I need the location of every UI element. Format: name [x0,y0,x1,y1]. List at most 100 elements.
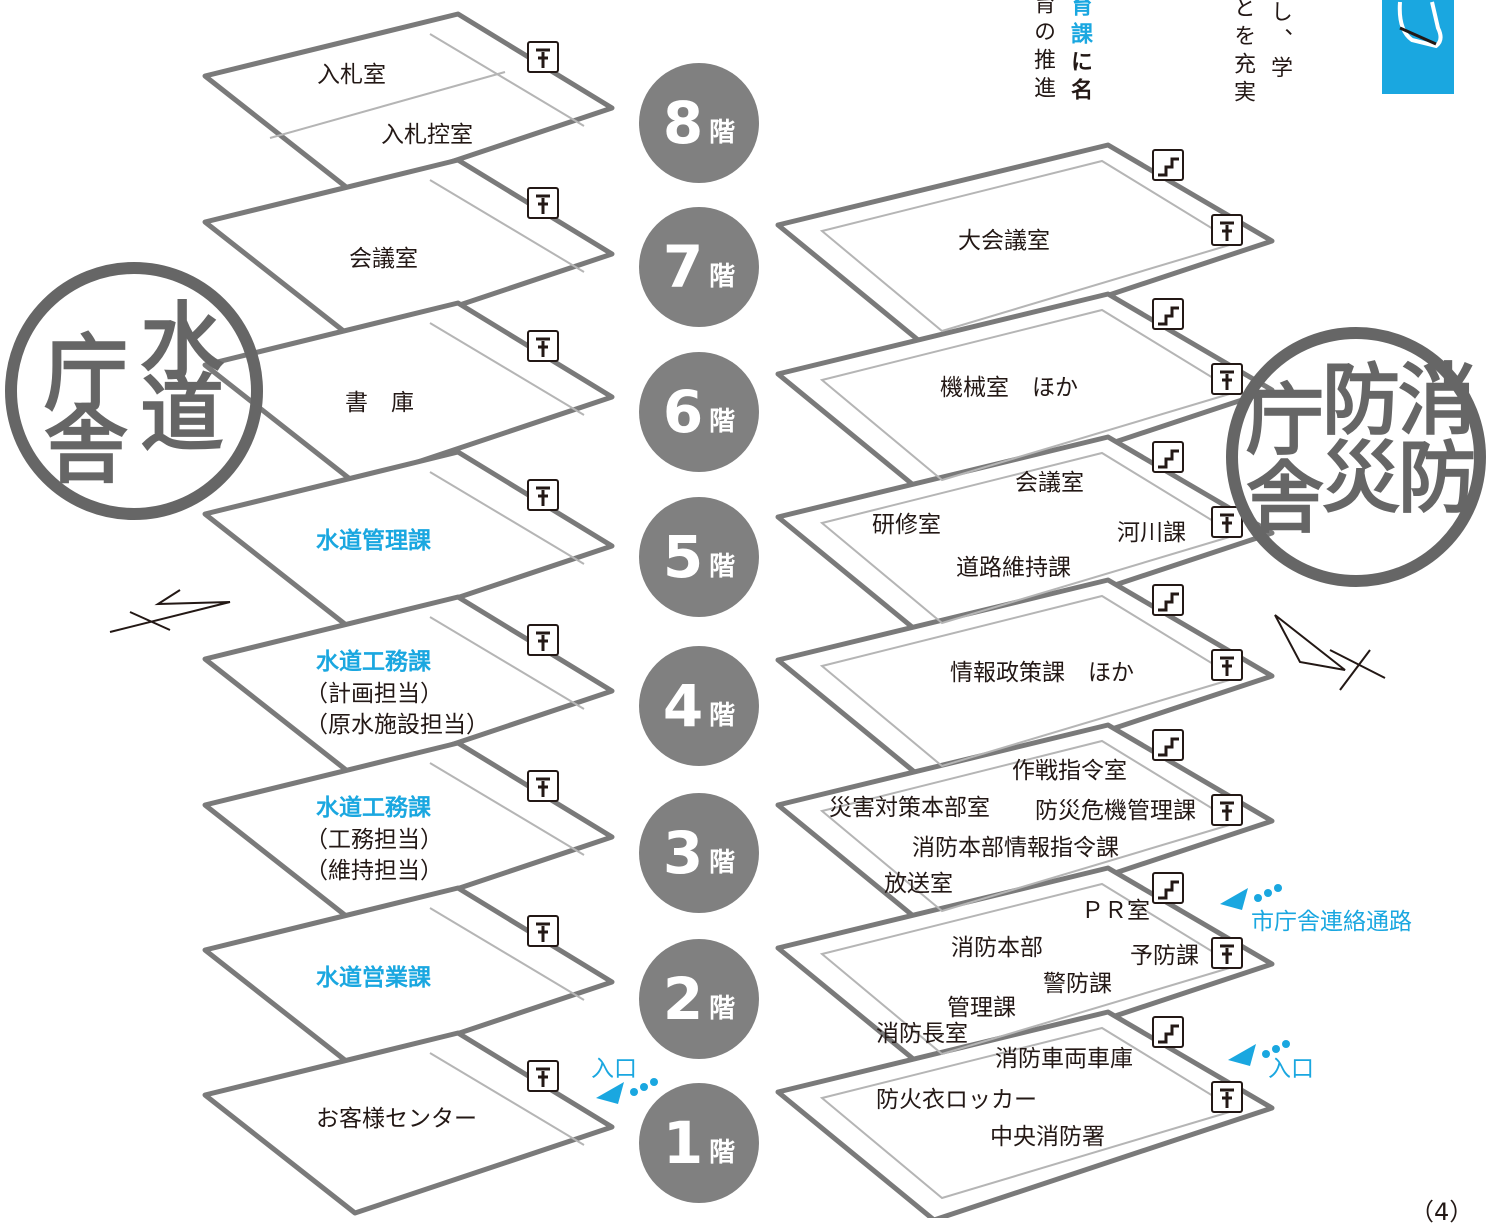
water-slab-5 [202,449,615,635]
room-training: 研修室 [872,512,941,538]
water-slab-line-2 [429,907,585,1001]
stairs-glyph-f4 [1158,592,1179,612]
stairs-icon-f1 [1152,1016,1184,1048]
dept-river: 河川課 [1117,520,1186,546]
water-char-3: 庁 [44,325,129,423]
dept-prevention: 予防課 [1130,943,1199,969]
elevator-glyph-w3 [536,777,550,797]
stairs-icon-f6 [1152,298,1184,330]
dept-water-works-4f: 水道工務課 [316,649,431,675]
section-construction: （工務担当） [305,827,443,853]
water-slab-2 [202,885,615,1071]
dept-road-maintenance: 道路維持課 [956,555,1071,581]
dept-crisis-management: 防災危機管理課 [1035,798,1196,824]
top-text-col-3: し、学 [1267,0,1292,84]
fire-char-6: 舎 [1246,454,1325,544]
entrance-water-arrow-dot-2 [650,1078,658,1086]
elevator-glyph-w2 [536,922,550,942]
entrance-fire-arrow [1228,1044,1256,1066]
entrance-water-arrow [596,1082,624,1104]
elevator-glyph-f6 [1220,370,1234,390]
stairs-glyph-f3 [1158,737,1179,757]
room-operations: 作戦指令室 [1012,758,1127,784]
top-text-col-2: 育の推進 [1030,0,1055,104]
elevator-glyph-w4 [536,631,550,651]
elevator-glyph-w7 [536,194,550,214]
fire-slab-1 [775,1009,1275,1218]
water-char-1: 水 [140,293,225,391]
fire-char-3: 防 [1322,356,1401,446]
room-broadcast: 放送室 [884,871,953,897]
stairs-glyph-f5 [1158,449,1179,469]
water-slab-line-1 [429,1052,585,1146]
city-hall-connector-label: 市庁舎連絡通路 [1251,909,1412,935]
city-hall-connector-arrow-dot-1 [1264,889,1272,897]
elevator-glyph-w1 [536,1067,550,1087]
elevator-glyph-f2 [1220,944,1234,964]
stairs-glyph-f6 [1158,306,1179,326]
stairs-glyph-f1 [1158,1024,1179,1044]
dept-water-management: 水道管理課 [316,528,431,554]
entrance-water-arrow-dot-0 [630,1088,638,1096]
room-bid-waiting: 入札控室 [381,122,473,148]
city-hall-connector-arrow-dot-0 [1254,894,1262,902]
room-bid: 入札室 [317,62,386,88]
elevator-glyph-w6 [536,337,550,357]
elevator-glyph-f3 [1220,801,1234,821]
entrance-fire-arrow-dot-2 [1282,1040,1290,1048]
fire-char-1: 消 [1398,356,1477,446]
entrance-fire-arrow-dot-1 [1272,1045,1280,1053]
section-raw-water: （原水施設担当） [305,712,489,738]
elevator-glyph-w8 [536,48,550,68]
central-fire-station: 中央消防署 [990,1124,1105,1150]
elevator-glyph-f4 [1220,656,1234,676]
room-pr: ＰＲ室 [1081,898,1150,924]
water-char-2: 道 [140,365,225,463]
north-mark-left [109,589,231,633]
page-number: （4） [1410,1198,1474,1226]
water-slab-line-6 [429,322,585,416]
water-slab-4 [202,594,615,780]
room-disaster-hq: 災害対策本部室 [829,795,990,821]
elevator-glyph-f5 [1220,513,1234,533]
water-slab-line-7 [429,179,585,273]
water-slab-line-3 [429,762,585,856]
stairs-icon-f7 [1152,149,1184,181]
dept-info-policy: 情報政策課 ほか [950,660,1134,686]
room-conference-f: 会議室 [1015,470,1084,496]
water-slab-line-5 [429,471,585,565]
room-gear-locker: 防火衣ロッカー [876,1087,1037,1113]
room-fire-garage: 消防車両車庫 [995,1046,1133,1072]
water-slab-7 [202,157,615,343]
section-planning: （計画担当） [305,681,443,707]
dept-guard: 警防課 [1043,971,1112,997]
top-text-col-1: 育課に名 [1067,0,1092,106]
room-conference-w: 会議室 [349,246,418,272]
stairs-glyph-f7 [1158,157,1179,177]
fire-slab-3 [775,722,1275,936]
water-char-4: 舎 [44,397,129,495]
water-slab-1 [202,1030,615,1216]
dept-water-works-3f: 水道工務課 [316,795,431,821]
water-slab-line-4 [429,616,585,710]
fire-char-4: 災 [1322,434,1401,524]
top-text-col-4: とを充実 [1230,0,1255,108]
elevator-glyph-w5 [536,486,550,506]
water-slab-8 [202,11,615,197]
elevator-glyph-f1 [1220,1088,1234,1108]
room-fire-chief: 消防長室 [876,1021,968,1047]
section-maintenance: （維持担当） [305,858,443,884]
water-slab-6 [202,300,615,486]
customer-center: お客様センター [316,1106,477,1132]
stairs-icon-f5 [1152,441,1184,473]
hand-icon [1382,0,1454,94]
stairs-icon-f4 [1152,584,1184,616]
city-hall-connector-arrow-dot-2 [1274,884,1282,892]
